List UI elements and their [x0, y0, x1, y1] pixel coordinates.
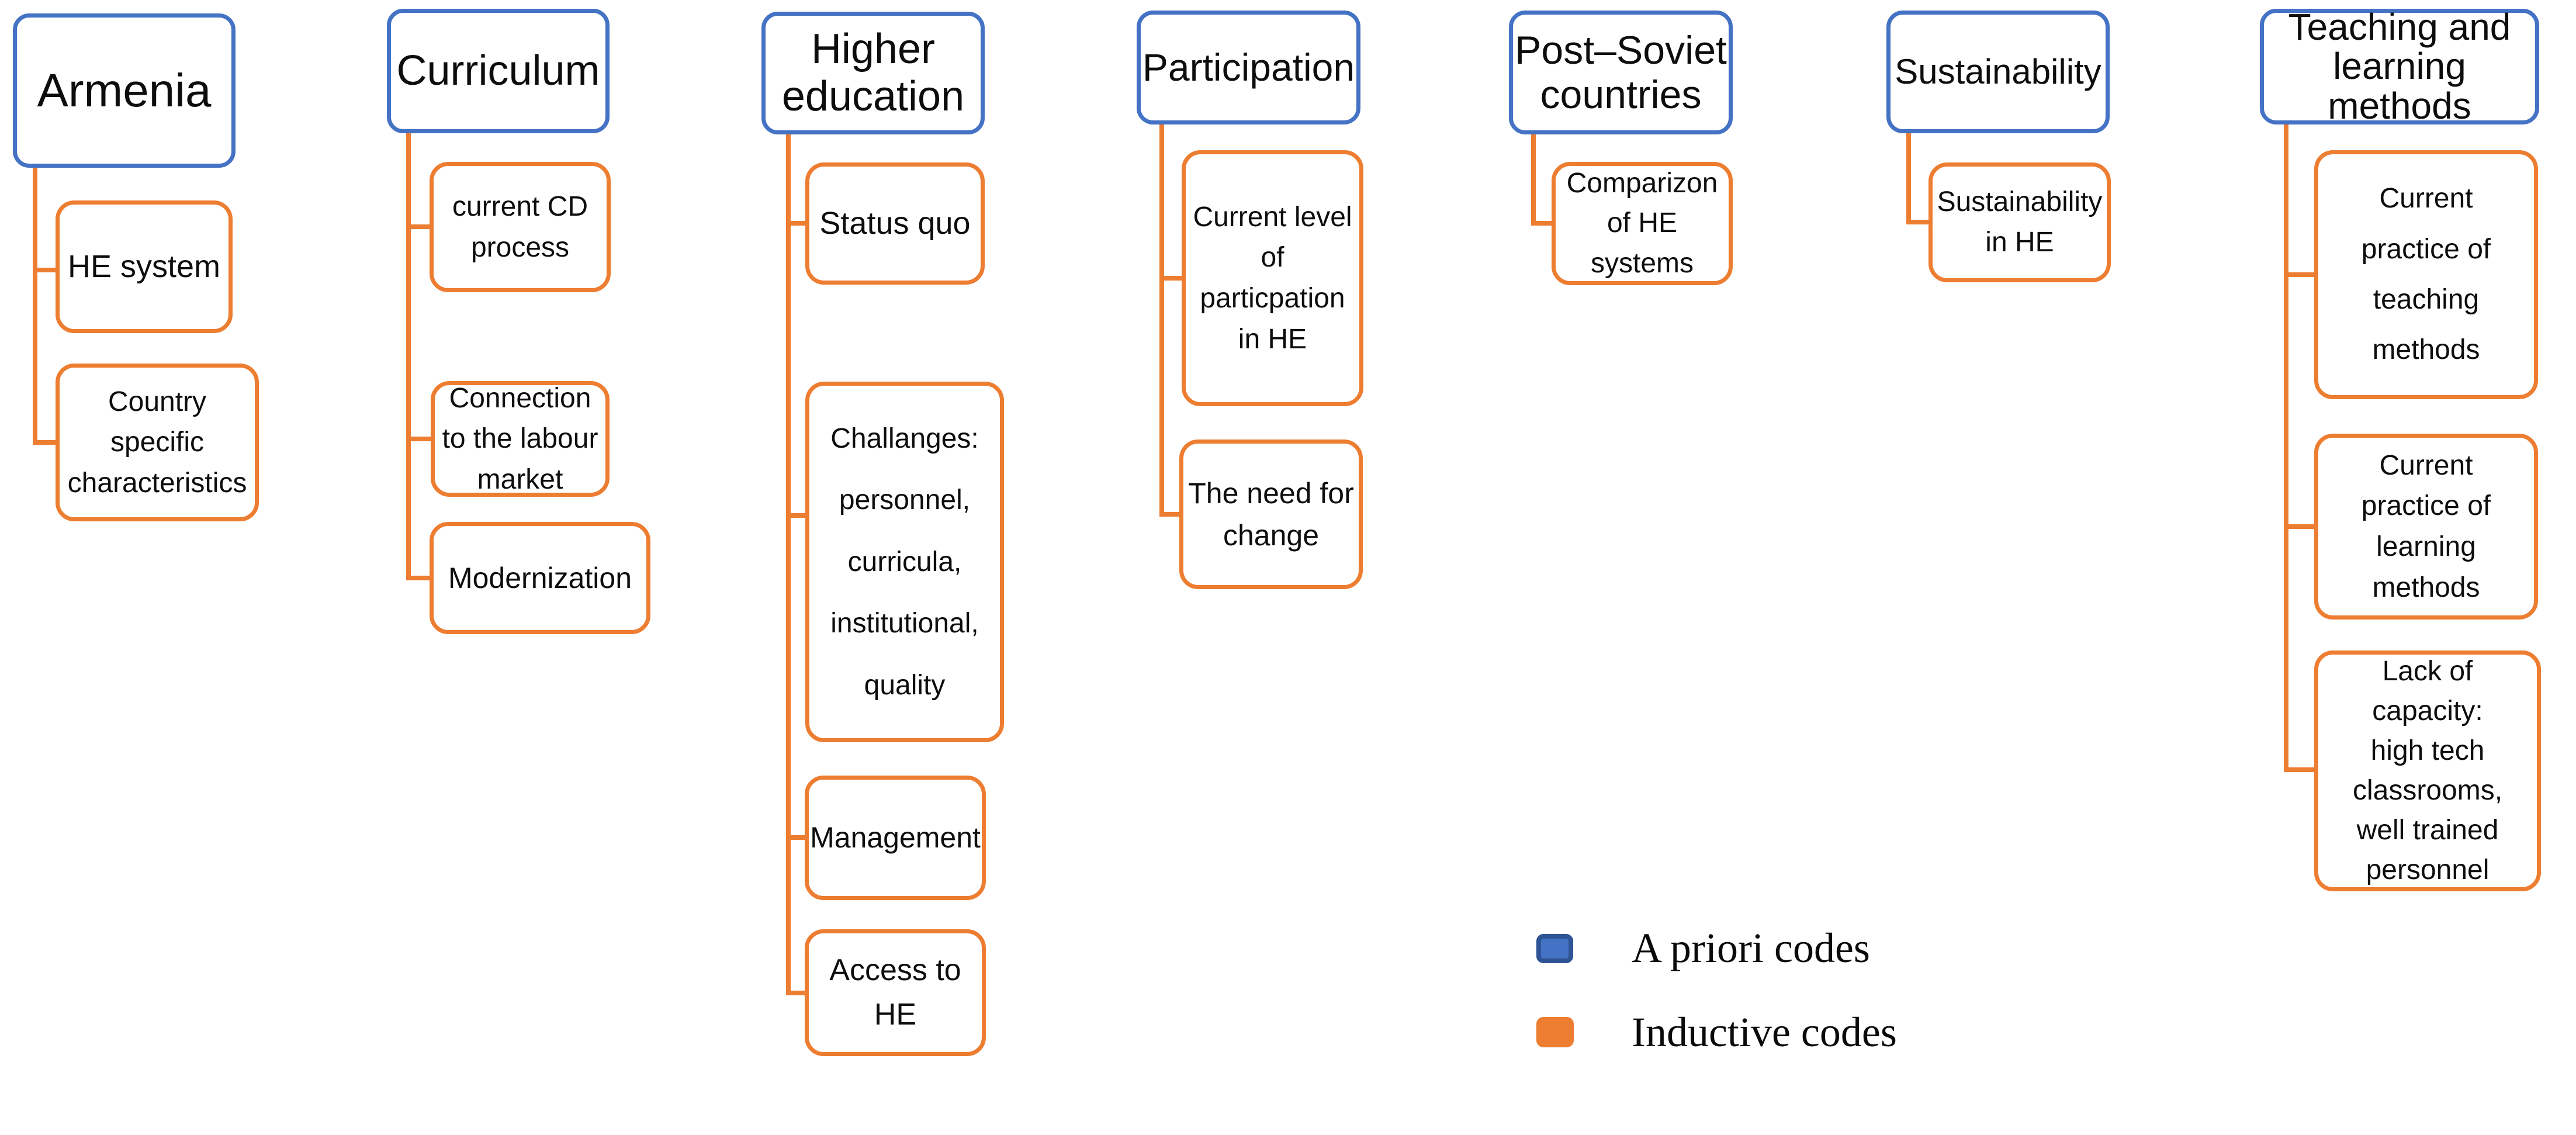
connector-higher-education-stub-3 — [786, 835, 807, 840]
code-label: Connection to the labour market — [442, 382, 598, 495]
connector-armenia-stub-2 — [33, 440, 58, 445]
category-label: Curriculum — [396, 47, 600, 95]
code-label: Current practice of learning methods — [2361, 449, 2491, 603]
category-box-higher-education: Higher education — [761, 12, 985, 134]
code-label: Current practice of teaching methods — [2361, 183, 2491, 366]
connector-participation-stub-2 — [1159, 512, 1182, 517]
code-label: Status quo — [819, 206, 971, 241]
category-label: Sustainability — [1895, 52, 2101, 92]
code-box-modernization: Modernization — [430, 522, 650, 634]
code-box-current-cd-process: current CD process — [430, 162, 611, 292]
code-box-current-practice-teaching: Current practice of teaching methods — [2314, 150, 2538, 399]
code-label: The need for change — [1188, 476, 1354, 552]
legend-label-inductive: Inductive codes — [1632, 1009, 1897, 1056]
connector-sustainability-stub-1 — [1906, 220, 1931, 224]
code-box-sustainability-in-he: Sustainability in HE — [1928, 162, 2111, 282]
code-box-comparizon-he-systems: Comparizon of HE systems — [1552, 162, 1733, 285]
code-box-current-level-participation: Current level of particpation in HE — [1182, 150, 1363, 406]
connector-post-soviet-stub-1 — [1531, 221, 1554, 226]
connector-curriculum-trunk — [406, 131, 411, 580]
code-label: HE system — [67, 249, 221, 285]
connector-teaching-stub-3 — [2284, 767, 2317, 772]
connector-sustainability-trunk — [1906, 131, 1911, 224]
code-label: current CD process — [452, 191, 588, 263]
code-box-connection-labour-market: Connection to the labour market — [431, 381, 610, 497]
code-box-challanges: Challanges: personnel, curricula, instit… — [805, 382, 1004, 742]
code-label: Lack of capacity: high tech classrooms, … — [2352, 655, 2503, 886]
code-box-current-practice-learning: Current practice of learning methods — [2314, 434, 2538, 620]
inductive-swatch-icon — [1536, 1017, 1574, 1047]
category-box-armenia: Armenia — [13, 13, 236, 168]
code-box-lack-of-capacity: Lack of capacity: high tech classrooms, … — [2314, 650, 2541, 891]
connector-teaching-trunk — [2284, 122, 2288, 772]
code-box-he-system: HE system — [56, 200, 233, 333]
category-box-teaching-learning-methods: Teaching and learning methods — [2260, 6, 2539, 127]
category-box-post-soviet-countries: Post–Soviet countries — [1509, 11, 1733, 134]
category-label: Higher education — [781, 26, 965, 120]
code-label: Current level of particpation in HE — [1193, 201, 1352, 355]
legend-label-a-priori: A priori codes — [1632, 925, 1870, 971]
connector-higher-education-trunk — [786, 132, 791, 995]
connector-post-soviet-trunk — [1531, 132, 1536, 226]
connector-higher-education-stub-2 — [786, 513, 808, 518]
connector-curriculum-stub-3 — [406, 576, 432, 580]
connector-participation-trunk — [1159, 122, 1164, 517]
connector-curriculum-stub-1 — [406, 224, 432, 229]
category-box-sustainability: Sustainability — [1886, 11, 2110, 133]
connector-armenia-stub-1 — [33, 268, 58, 272]
connector-teaching-stub-1 — [2284, 272, 2317, 277]
code-label: Country specific characteristics — [67, 386, 247, 499]
code-box-status-quo: Status quo — [805, 162, 985, 285]
code-label: Modernization — [448, 561, 632, 594]
code-label: Comparizon of HE systems — [1566, 168, 1718, 279]
connector-curriculum-stub-2 — [406, 437, 433, 441]
code-box-management: Management — [805, 776, 986, 900]
connector-higher-education-stub-4 — [786, 991, 807, 995]
code-label: Management — [810, 821, 981, 854]
code-label: Access to HE — [829, 953, 961, 1032]
a-priori-swatch-icon — [1536, 934, 1573, 963]
category-box-curriculum: Curriculum — [387, 9, 610, 133]
category-label: Post–Soviet countries — [1515, 27, 1727, 117]
connector-higher-education-stub-1 — [786, 221, 808, 226]
connector-participation-stub-1 — [1159, 276, 1184, 281]
code-box-need-for-change: The need for change — [1179, 440, 1363, 589]
category-box-participation: Participation — [1137, 11, 1360, 124]
category-label: Participation — [1142, 45, 1355, 89]
code-label: Sustainability in HE — [1937, 186, 2103, 258]
code-label: Challanges: personnel, curricula, instit… — [830, 423, 979, 701]
code-box-access-to-he: Access to HE — [805, 929, 986, 1056]
connector-teaching-stub-2 — [2284, 524, 2317, 529]
category-label: Teaching and learning methods — [2288, 6, 2511, 127]
category-label: Armenia — [37, 64, 212, 117]
connector-armenia-trunk — [33, 165, 37, 445]
code-box-country-specific-characteristics: Country specific characteristics — [56, 364, 259, 521]
